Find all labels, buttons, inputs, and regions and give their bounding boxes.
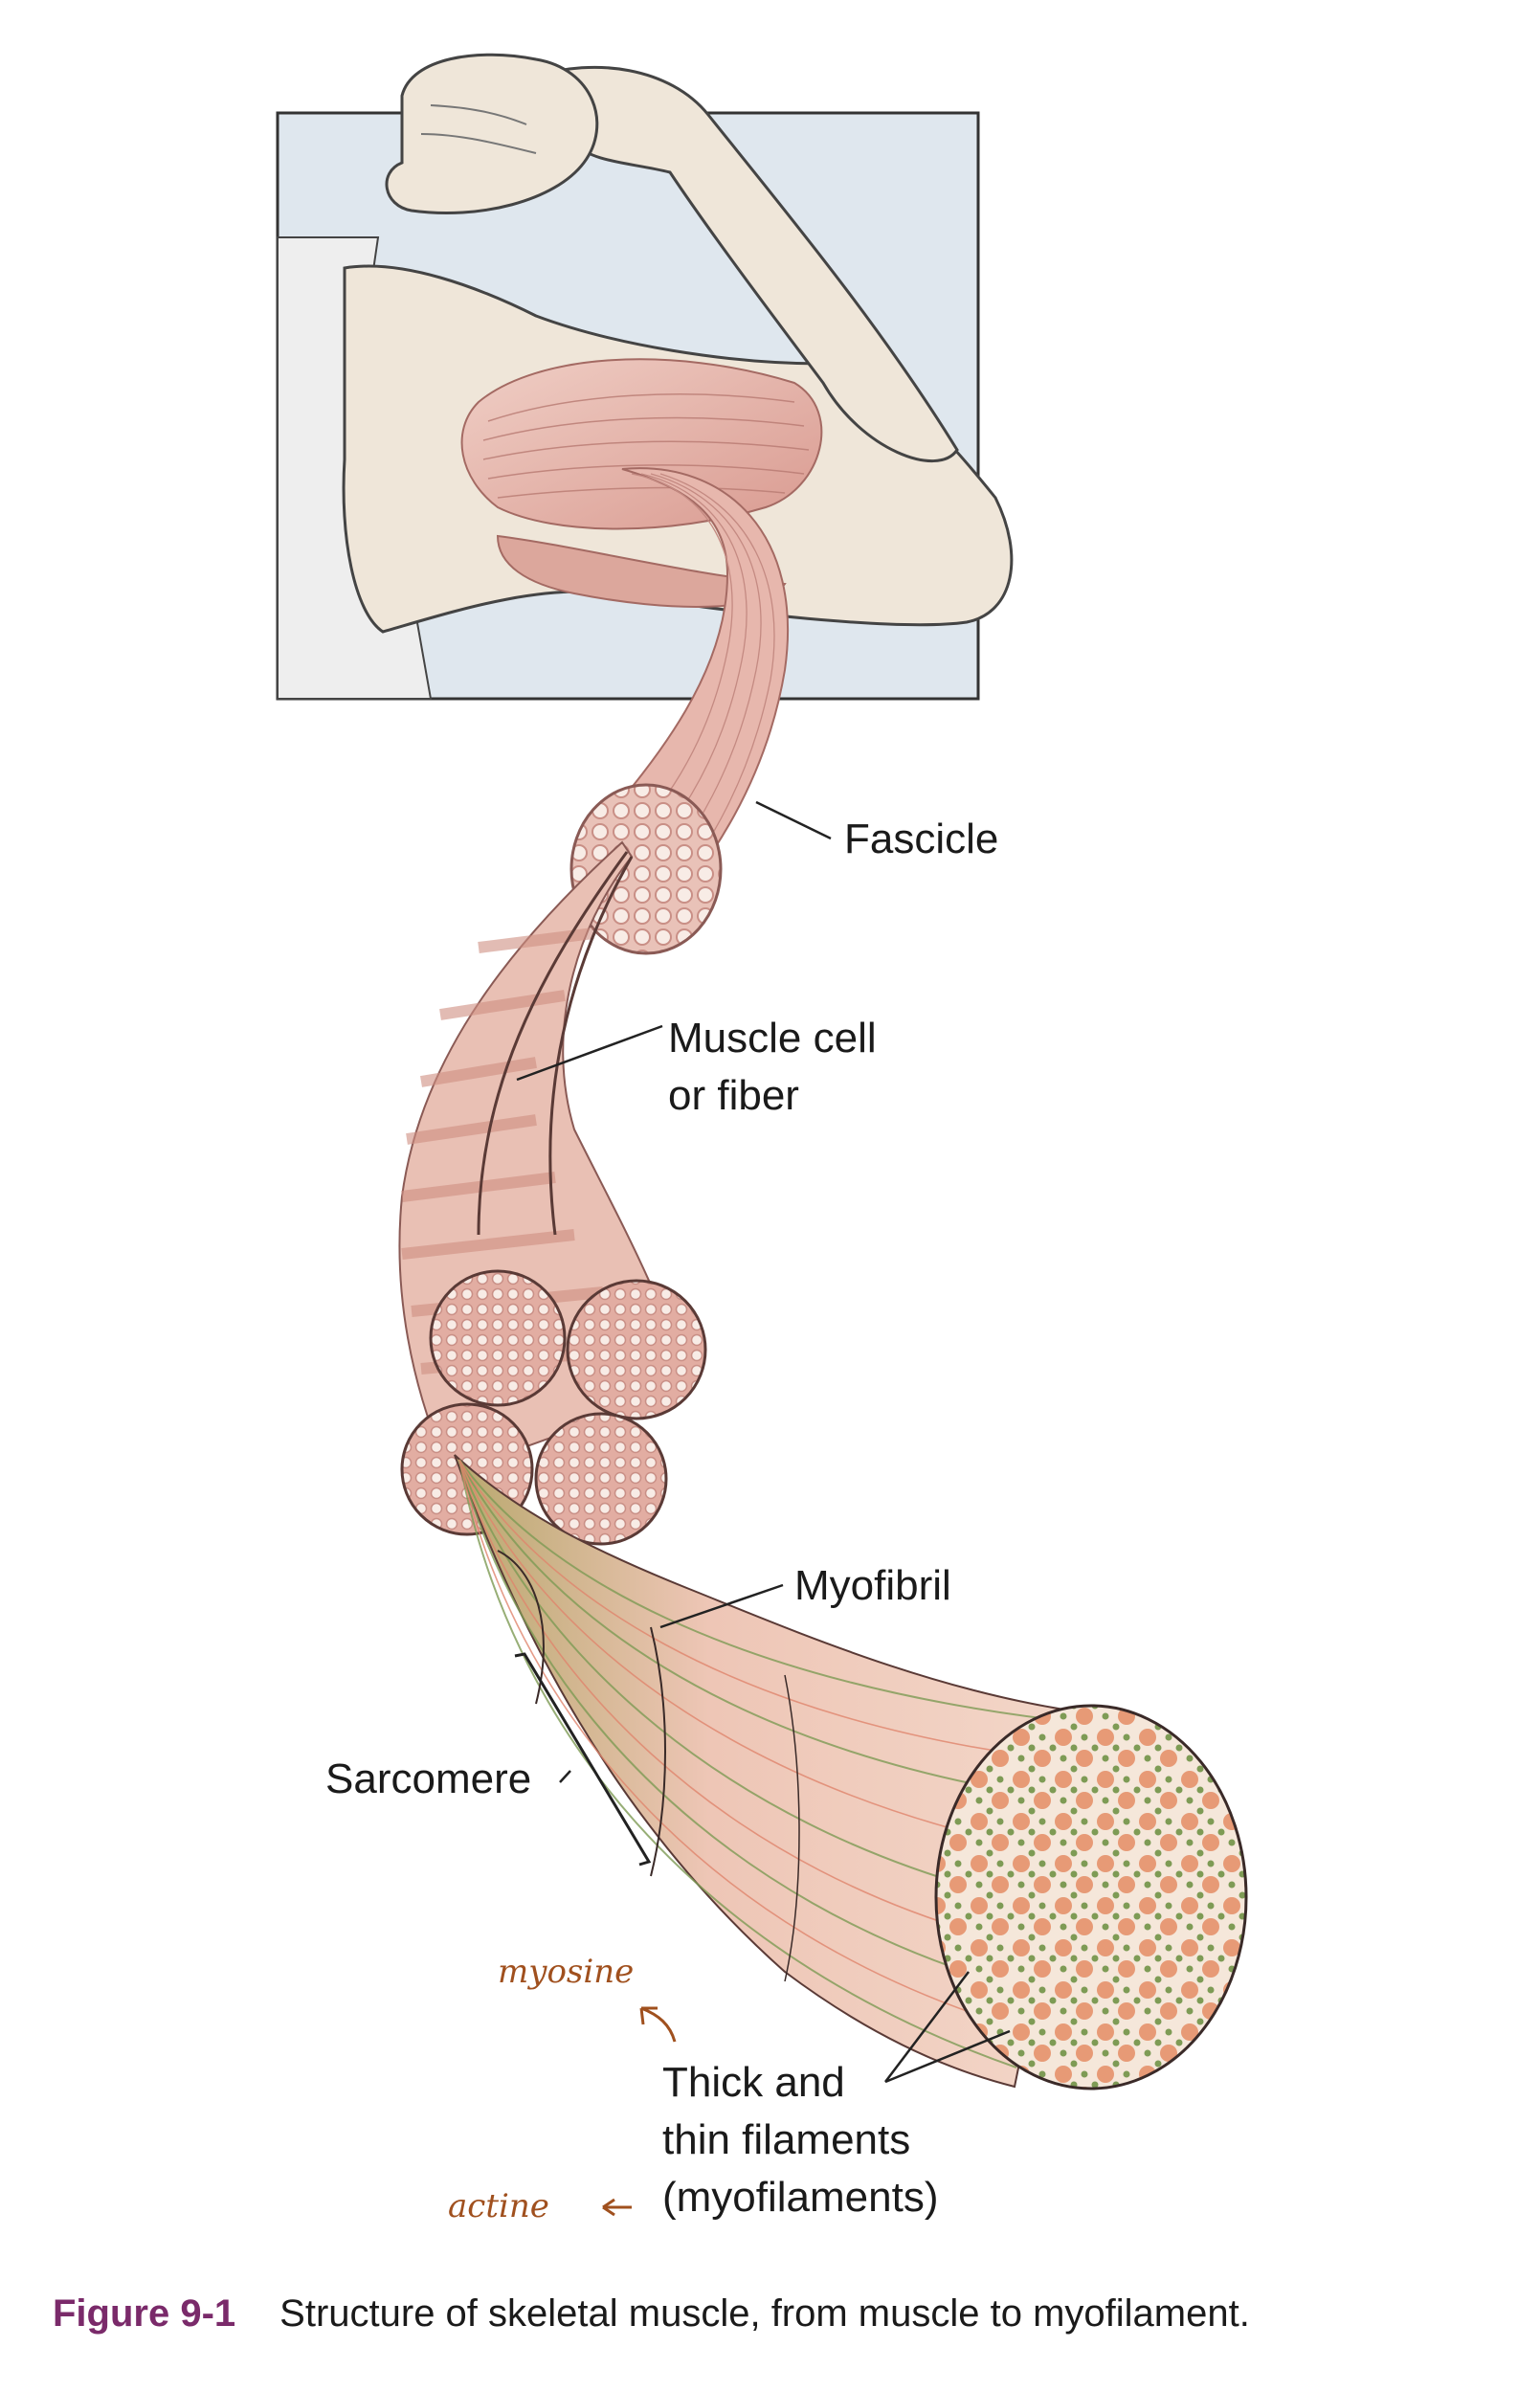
label-sarcomere: Sarcomere <box>325 1755 532 1802</box>
myofibril-leader <box>659 1583 784 1629</box>
myofilament-cross-section <box>934 1704 1248 2090</box>
muscle-cell-leader <box>516 1024 663 1082</box>
leader-lines <box>516 800 1011 2084</box>
filaments-leader-1 <box>884 1971 970 2083</box>
z-line-1 <box>497 1550 545 1705</box>
sarcomere-leader <box>559 1770 571 1783</box>
fiber-cross-section-4 <box>534 1412 668 1546</box>
fiber-cross-section-2 <box>566 1279 707 1420</box>
fiber-cross-section-1 <box>429 1269 567 1407</box>
filaments-leader-2 <box>884 2029 1011 2084</box>
figure-number: Figure 9-1 <box>53 2292 236 2335</box>
fascicle-bundle <box>569 467 790 955</box>
myosin-arrow <box>639 2006 677 2043</box>
handwritten-myosin: myosine <box>498 1953 635 1991</box>
fist <box>385 53 599 214</box>
arm-panel <box>276 53 1014 701</box>
caption-text: Structure of skeletal muscle, from muscl… <box>279 2292 1250 2335</box>
figure-caption: Figure 9-1 Structure of skeletal muscle, … <box>53 2292 1250 2336</box>
handwritten-arrows <box>602 2006 677 2217</box>
fascicle-cross-section <box>569 783 723 955</box>
myofibril <box>454 1454 1248 2090</box>
label-filaments-line1: Thick and <box>662 2059 845 2106</box>
z-line-3 <box>784 1674 800 1982</box>
label-myofibril: Myofibril <box>794 1562 951 1609</box>
forearm <box>533 65 959 463</box>
label-muscle-cell-line1: Muscle cell <box>668 1015 877 1062</box>
label-fascicle: Fascicle <box>844 816 999 862</box>
label-filaments-line3: (myofilaments) <box>662 2174 939 2221</box>
biceps-muscle <box>460 358 823 530</box>
actin-arrow <box>602 2198 632 2217</box>
muscle-fibers <box>398 840 707 1546</box>
label-filaments-line2: thin filaments <box>662 2116 911 2163</box>
sarcomere-bracket <box>514 1652 652 1867</box>
fascicle-leader <box>755 800 832 840</box>
label-muscle-cell-line2: or fiber <box>668 1072 799 1119</box>
z-line-2 <box>650 1626 666 1877</box>
handwritten-actin: actine <box>448 2187 549 2225</box>
